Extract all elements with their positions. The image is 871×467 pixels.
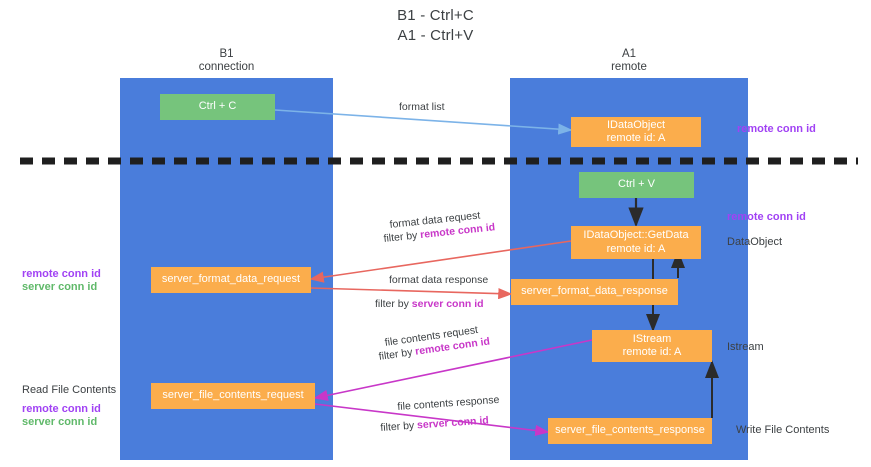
edge-label-filter-server-1: filter by server conn id xyxy=(375,298,484,311)
node-getdata-line1: IDataObject::GetData xyxy=(583,229,689,241)
node-getdata-line2: remote id: A xyxy=(606,242,666,255)
node-idataobject-getdata[interactable]: IDataObject::GetData remote id: A xyxy=(571,226,701,259)
edge-label-filter-by-3: filter by xyxy=(378,345,417,363)
annotation-remote-conn-id-top: remote conn id xyxy=(737,123,816,135)
node-ctrl-c-label: Ctrl + C xyxy=(198,100,237,113)
node-server-file-contents-request-label: server_file_contents_request xyxy=(162,389,304,402)
node-server-format-data-response-label: server_format_data_response xyxy=(521,285,668,298)
column-b1-name: B1 xyxy=(219,48,234,60)
edge-label-filter-by-4: filter by xyxy=(380,419,418,434)
column-b1-sub: connection xyxy=(198,61,255,73)
node-server-file-contents-response-label: server_file_contents_response xyxy=(555,424,705,437)
edge-label-format-list: format list xyxy=(399,101,445,114)
node-server-file-contents-request[interactable]: server_file_contents_request xyxy=(151,383,315,409)
edge-label-filter-by-1: filter by xyxy=(383,229,421,245)
column-a1-sub: remote xyxy=(611,61,647,73)
node-idataobject-line1: IDataObject xyxy=(606,118,666,131)
node-idataobject-line2: remote id: A xyxy=(606,132,666,144)
node-ctrl-v-label: Ctrl + V xyxy=(618,178,655,191)
column-header-b1: B1 connection xyxy=(120,48,333,74)
node-istream-line2: remote id: A xyxy=(622,346,682,358)
annotation-left-server-conn-id-1: server conn id xyxy=(22,281,98,293)
node-idataobject[interactable]: IDataObject remote id: A xyxy=(571,117,701,147)
edge-label-server-conn-id-1: server conn id xyxy=(411,298,484,310)
annotation-dataobject: DataObject xyxy=(727,236,783,248)
annotation-istream: Istream xyxy=(727,341,764,353)
edge-label-format-data-response: format data response xyxy=(389,274,488,287)
annotation-read-file-contents: Read File Contents xyxy=(22,384,117,396)
annotation-left-remote-conn-id-2: remote conn id xyxy=(22,403,101,415)
edge-label-filter-by-2: filter by xyxy=(375,298,412,310)
node-server-file-contents-response[interactable]: server_file_contents_response xyxy=(548,418,712,444)
title-line-2: A1 - Ctrl+V xyxy=(397,27,474,44)
node-istream[interactable]: IStream remote id: A xyxy=(592,330,712,362)
node-istream-line1: IStream xyxy=(632,332,672,345)
edge-label-file-contents-response: file contents response xyxy=(397,394,500,414)
edge-label-server-conn-id-2: server conn id xyxy=(416,414,490,432)
edge-label-format-list-text: format list xyxy=(399,101,445,113)
annotation-remote-conn-id-mid: remote conn id xyxy=(727,211,806,223)
column-header-a1: A1 remote xyxy=(510,48,748,74)
annotation-left-server-conn-id-2: server conn id xyxy=(22,416,98,428)
annotation-write-file-contents: Write File Contents xyxy=(736,424,830,436)
annotation-left-remote-conn-id-1: remote conn id xyxy=(22,268,101,280)
page-title: B1 - Ctrl+C A1 - Ctrl+V xyxy=(0,6,871,46)
node-ctrl-c[interactable]: Ctrl + C xyxy=(160,94,275,120)
edge-label-format-data-response-text: format data response xyxy=(389,274,489,286)
title-line-1: B1 - Ctrl+C xyxy=(397,7,474,24)
edge-label-filter-server-2: filter by server conn id xyxy=(380,414,489,435)
edge-label-file-contents-response-text: file contents response xyxy=(397,393,500,413)
column-a1-name: A1 xyxy=(621,48,637,60)
node-server-format-data-response[interactable]: server_format_data_response xyxy=(511,279,678,305)
node-server-format-data-request-label: server_format_data_request xyxy=(161,273,301,286)
node-server-format-data-request[interactable]: server_format_data_request xyxy=(151,267,311,293)
node-ctrl-v[interactable]: Ctrl + V xyxy=(579,172,694,198)
